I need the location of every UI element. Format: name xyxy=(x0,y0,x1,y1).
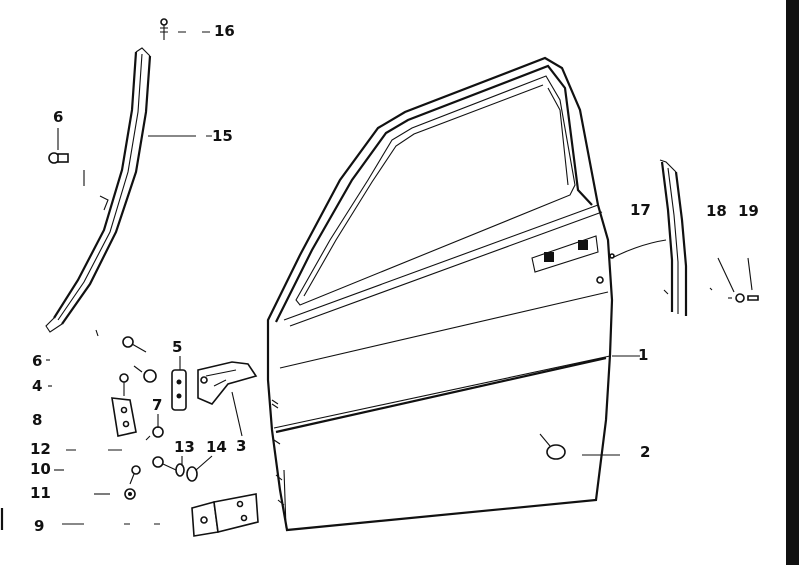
bolt-part-6-lower xyxy=(122,336,157,383)
callout-11: 11 xyxy=(30,484,51,502)
clip-part-18 xyxy=(717,257,745,303)
callout-9: 9 xyxy=(34,517,44,535)
callout-3: 3 xyxy=(236,437,246,455)
callout-4: 4 xyxy=(32,377,42,395)
nut-part-7 xyxy=(145,426,164,441)
bolt-part-12 xyxy=(152,456,177,471)
bracket-part-8 xyxy=(111,397,137,437)
callout-15: 15 xyxy=(212,127,233,145)
window-guide-rail-right xyxy=(611,159,688,316)
washer-part-14 xyxy=(186,466,198,482)
grommet-part-2 xyxy=(539,433,566,460)
door-shell xyxy=(266,56,615,532)
callout-labels: 16 15 6 17 18 19 1 2 5 6 4 7 8 3 13 14 1… xyxy=(30,22,759,535)
callout-16: 16 xyxy=(214,22,235,40)
window-guide-rail-left xyxy=(45,47,152,333)
callout-2: 2 xyxy=(640,443,650,461)
pin-part-4 xyxy=(119,373,129,396)
leader-lines xyxy=(46,31,732,525)
callout-5: 5 xyxy=(172,338,182,356)
callout-12: 12 xyxy=(30,440,51,458)
washer-part-13 xyxy=(175,463,185,477)
bolt-part-6-upper xyxy=(48,152,85,186)
nut-part-11 xyxy=(124,488,136,500)
callout-10: 10 xyxy=(30,460,51,478)
callout-17: 17 xyxy=(630,201,651,219)
callout-7: 7 xyxy=(152,396,162,414)
stop-part-5 xyxy=(171,369,187,411)
callout-8: 8 xyxy=(32,411,42,429)
callout-18: 18 xyxy=(706,202,727,220)
screw-part-16 xyxy=(160,18,168,40)
callout-14: 14 xyxy=(206,438,227,456)
callout-13: 13 xyxy=(174,438,195,456)
callout-1: 1 xyxy=(638,346,648,364)
callout-6-upper: 6 xyxy=(53,108,63,126)
callout-6-lower: 6 xyxy=(32,352,42,370)
callout-19: 19 xyxy=(738,202,759,220)
door-check-part-3 xyxy=(197,361,258,405)
screw-part-19 xyxy=(747,257,759,301)
bolt-part-10 xyxy=(129,465,141,485)
right-edge-bar xyxy=(786,0,799,565)
hinge-part-9 xyxy=(191,493,259,537)
